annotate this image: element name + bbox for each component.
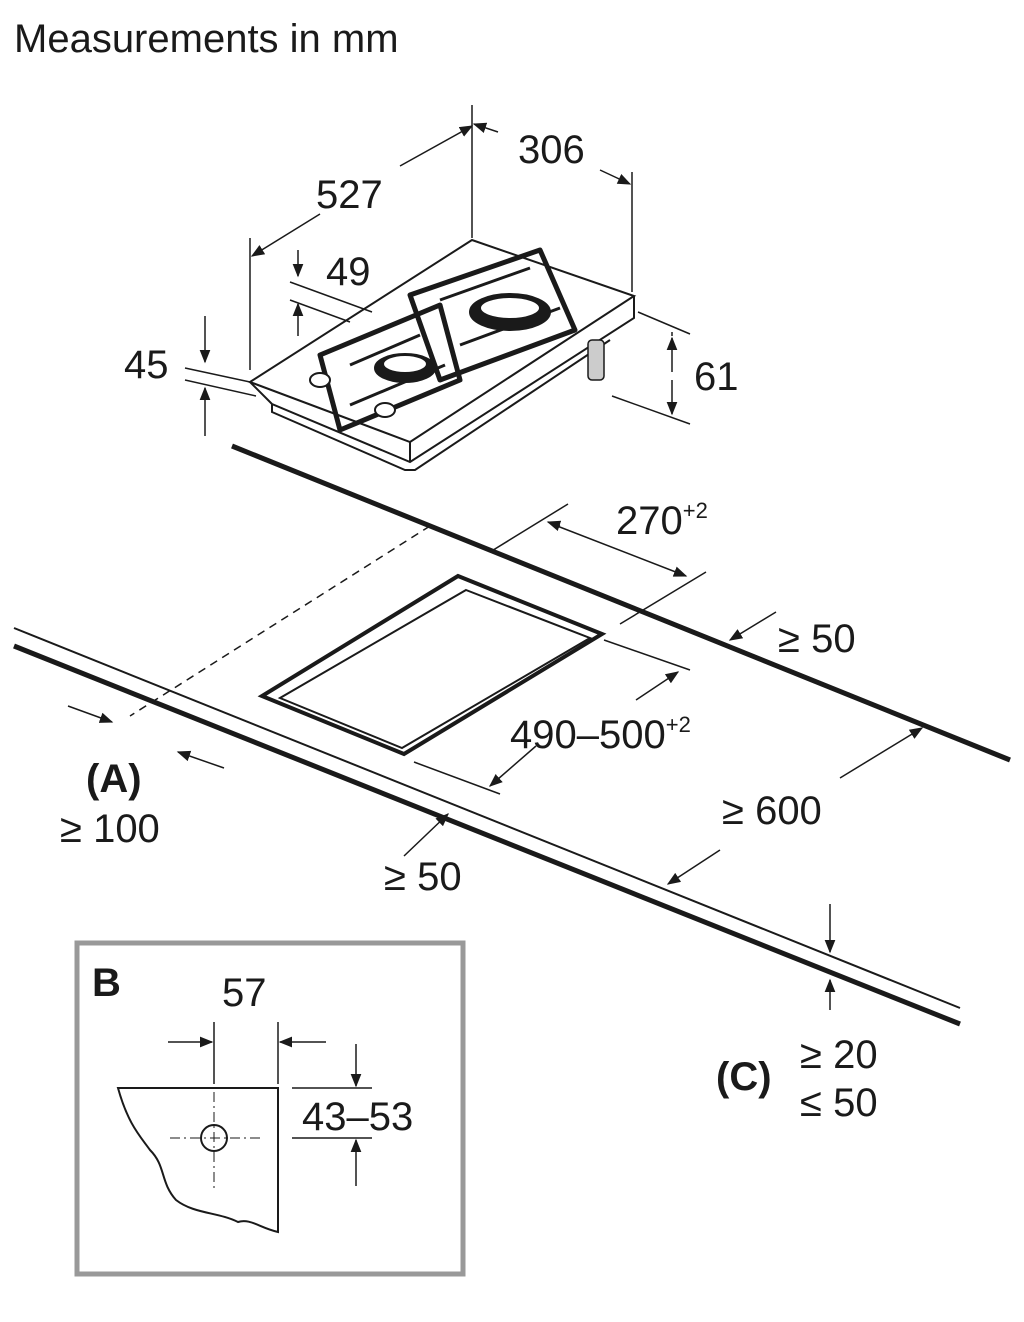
- detail-b-box: B 57 43–53: [74, 940, 466, 1277]
- front-clearance-label: ≥ 50: [384, 855, 462, 899]
- knob-right: [374, 402, 396, 418]
- detail-b-label: B: [92, 961, 121, 1005]
- thickness-marker: (C): [716, 1055, 772, 1099]
- wall-clearance-label: ≥ 100: [60, 807, 160, 851]
- cutout-width-label: 270+2: [616, 498, 708, 543]
- cutout: [257, 573, 607, 757]
- worktop-dimensions: [67, 503, 924, 1010]
- thickness-min-label: ≥ 20: [800, 1033, 878, 1077]
- hob-depth-label: 527: [316, 173, 383, 217]
- hole-offset-label: 57: [222, 971, 267, 1015]
- hob-width-label: 306: [518, 128, 585, 172]
- hob-front-height-label: 45: [124, 343, 169, 387]
- wall-clearance-marker: (A): [86, 757, 142, 801]
- hob-top-height-label: 49: [326, 250, 371, 294]
- hob-total-height-label: 61: [694, 355, 739, 399]
- worktop-drawing: [13, 443, 1011, 1027]
- knob-left: [309, 372, 331, 388]
- hob-drawing: [247, 238, 637, 471]
- thickness-max-label: ≤ 50: [800, 1081, 878, 1125]
- cutout-depth-label: 490–500+2: [510, 712, 691, 757]
- back-clearance-label: ≥ 50: [778, 617, 856, 661]
- counter-depth-label: ≥ 600: [722, 789, 822, 833]
- page-title: Measurements in mm: [14, 17, 399, 61]
- hob-dimensions: [184, 105, 691, 436]
- hole-height-label: 43–53: [302, 1095, 413, 1139]
